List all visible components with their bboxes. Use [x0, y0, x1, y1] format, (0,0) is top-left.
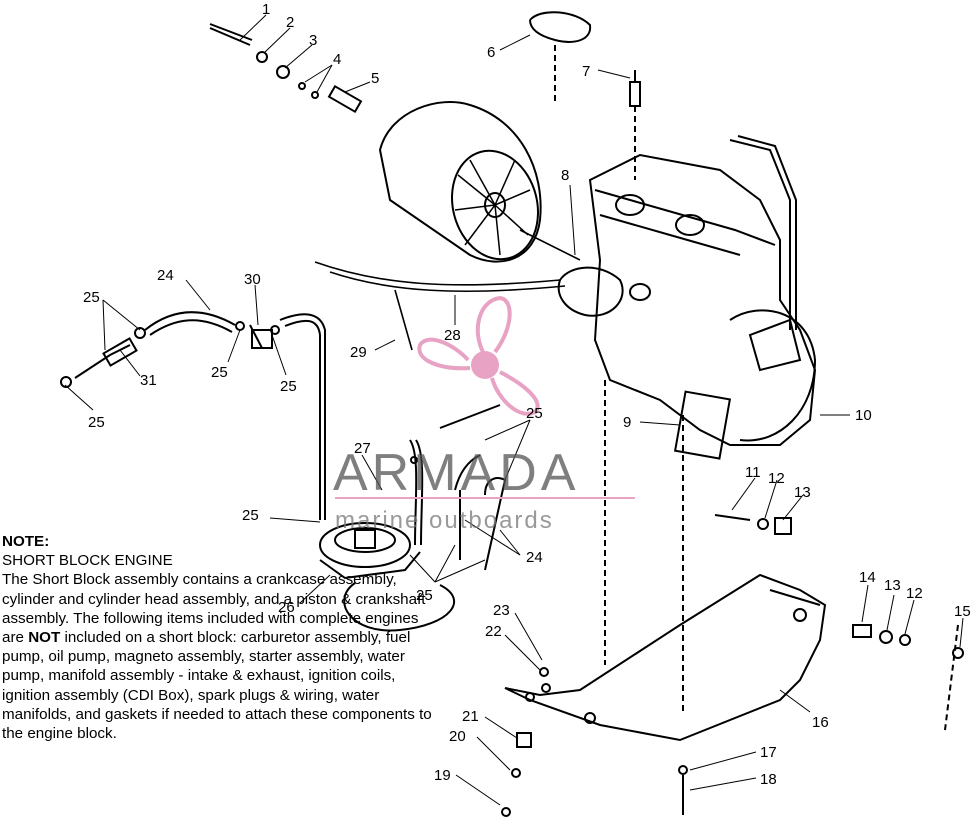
- note-body: The Short Block assembly contains a cran…: [2, 570, 442, 743]
- callout-15: 15: [954, 603, 971, 620]
- callout-leaders: [64, 14, 964, 806]
- fuel-hose-assembly: [60, 311, 326, 520]
- callout-10: 10: [855, 407, 872, 424]
- callout-24b: 24: [526, 549, 543, 566]
- callout-30: 30: [244, 271, 261, 288]
- fasteners: [439, 380, 964, 817]
- callout-21: 21: [462, 708, 479, 725]
- callout-25f: 25: [526, 405, 543, 422]
- callout-31: 31: [140, 372, 157, 389]
- callout-20: 20: [449, 728, 466, 745]
- short-block-note: NOTE: SHORT BLOCK ENGINE The Short Block…: [2, 532, 442, 743]
- callout-29: 29: [350, 344, 367, 361]
- callout-25d: 25: [280, 378, 297, 395]
- watermark-brand: ARMADA: [333, 444, 579, 502]
- note-body-2: included on a short block: carburetor as…: [2, 629, 432, 743]
- callout-12b: 12: [906, 585, 923, 602]
- callout-23: 23: [493, 602, 510, 619]
- callout-19: 19: [434, 767, 451, 784]
- callout-3: 3: [309, 32, 317, 49]
- callout-11: 11: [745, 464, 761, 481]
- recoil-starter: [209, 23, 542, 263]
- callout-13: 13: [794, 484, 811, 501]
- callout-5: 5: [371, 70, 379, 87]
- callout-25g: 25: [242, 507, 259, 524]
- callout-numbers: 1 2 3 4 5 6 7 8 9 10 11 12 13 14 13 12 1…: [83, 1, 971, 788]
- callout-26: 26: [278, 599, 295, 616]
- callout-4: 4: [333, 51, 341, 68]
- propeller-logo-icon: [417, 295, 540, 416]
- callout-13b: 13: [884, 577, 901, 594]
- callout-9: 9: [623, 414, 631, 431]
- callout-16: 16: [812, 714, 829, 731]
- callout-12: 12: [768, 470, 785, 487]
- callout-14: 14: [859, 569, 876, 586]
- callout-17: 17: [760, 744, 777, 761]
- note-not-word: NOT: [28, 629, 61, 647]
- note-heading: SHORT BLOCK ENGINE: [2, 552, 173, 570]
- callout-25b: 25: [88, 414, 105, 431]
- callout-27: 27: [354, 440, 371, 457]
- spark-plug: [629, 70, 641, 180]
- callout-2: 2: [286, 14, 294, 31]
- note-body-1: The Short Block assembly contains a cran…: [2, 571, 426, 647]
- callout-1: 1: [262, 1, 270, 18]
- callout-24: 24: [157, 267, 174, 284]
- callout-22: 22: [485, 623, 502, 640]
- watermark: ARMADA marine outboards: [333, 444, 635, 534]
- watermark-tagline: marine outboards: [335, 507, 554, 534]
- callout-25e: 25: [416, 587, 433, 604]
- engine-block: [557, 135, 817, 460]
- callout-6: 6: [487, 44, 495, 61]
- callout-25a: 25: [83, 289, 100, 306]
- callout-28: 28: [444, 327, 461, 344]
- fuel-tank-cap: [529, 11, 592, 105]
- callout-25c: 25: [211, 364, 228, 381]
- control-cables: [314, 229, 581, 351]
- note-title: NOTE:: [2, 533, 50, 550]
- skid-plate: [410, 456, 827, 742]
- callout-18: 18: [760, 771, 777, 788]
- callout-8: 8: [561, 167, 569, 184]
- callout-7: 7: [582, 63, 590, 80]
